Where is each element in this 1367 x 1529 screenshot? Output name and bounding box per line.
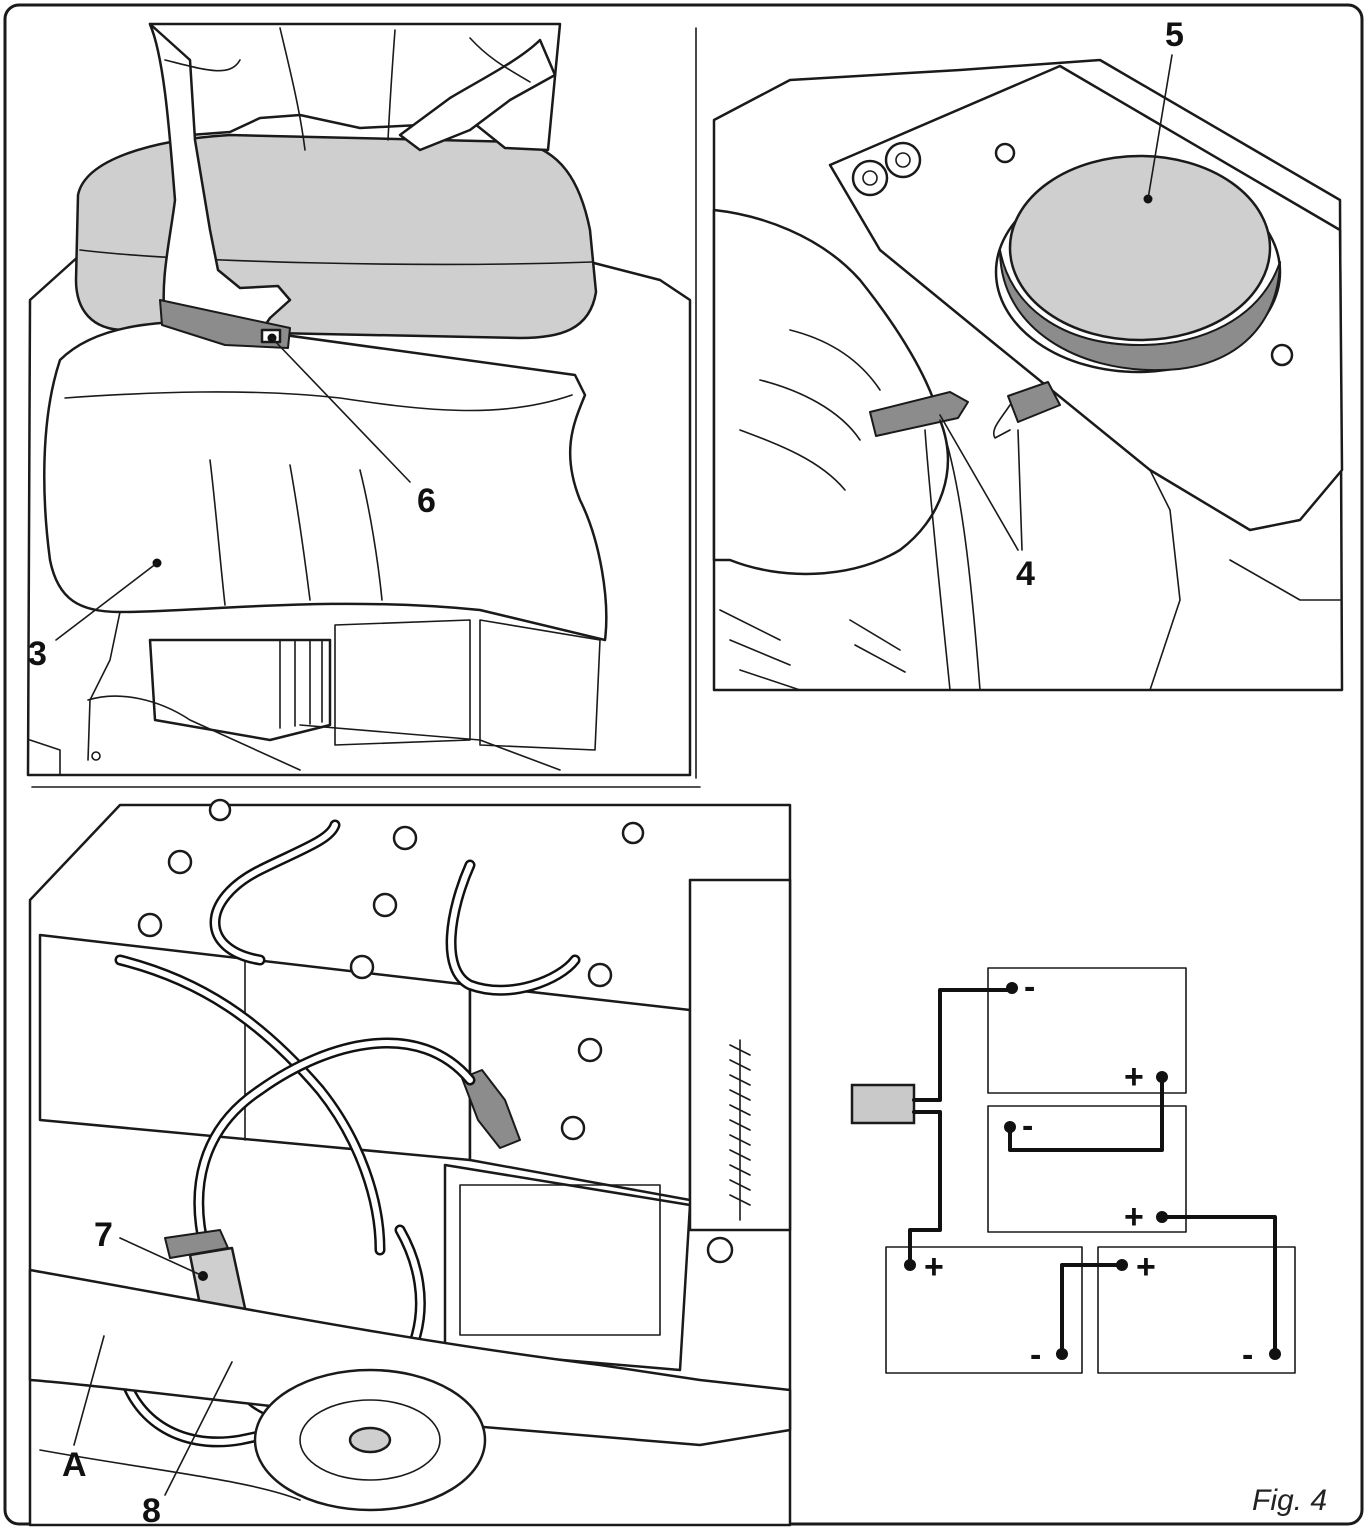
schematic-plus-2: + (1124, 1198, 1144, 1236)
figure-caption: Fig. 4 (1252, 1484, 1327, 1517)
callout-3: 3 (28, 635, 47, 673)
schematic-minus-3: - (1030, 1336, 1041, 1374)
schematic-plus-4: + (1136, 1248, 1156, 1286)
callout-a: A (62, 1446, 87, 1484)
panel-battery-plugs (28, 798, 792, 1527)
panel-remove-cover (26, 22, 692, 777)
callout-8: 8 (142, 1492, 161, 1529)
schematic-minus-1: - (1024, 968, 1035, 1006)
battery-wiring-schematic (850, 967, 1296, 1374)
schematic-plus-1: + (1124, 1058, 1144, 1096)
panel-disconnect-connector (712, 54, 1344, 692)
schematic-plus-3: + (924, 1248, 944, 1286)
callout-4: 4 (1016, 555, 1035, 593)
callout-6: 6 (417, 482, 436, 520)
schematic-minus-4: - (1242, 1336, 1253, 1374)
schematic-minus-2: - (1022, 1107, 1033, 1145)
callout-5: 5 (1165, 16, 1184, 54)
callout-7: 7 (94, 1216, 113, 1254)
